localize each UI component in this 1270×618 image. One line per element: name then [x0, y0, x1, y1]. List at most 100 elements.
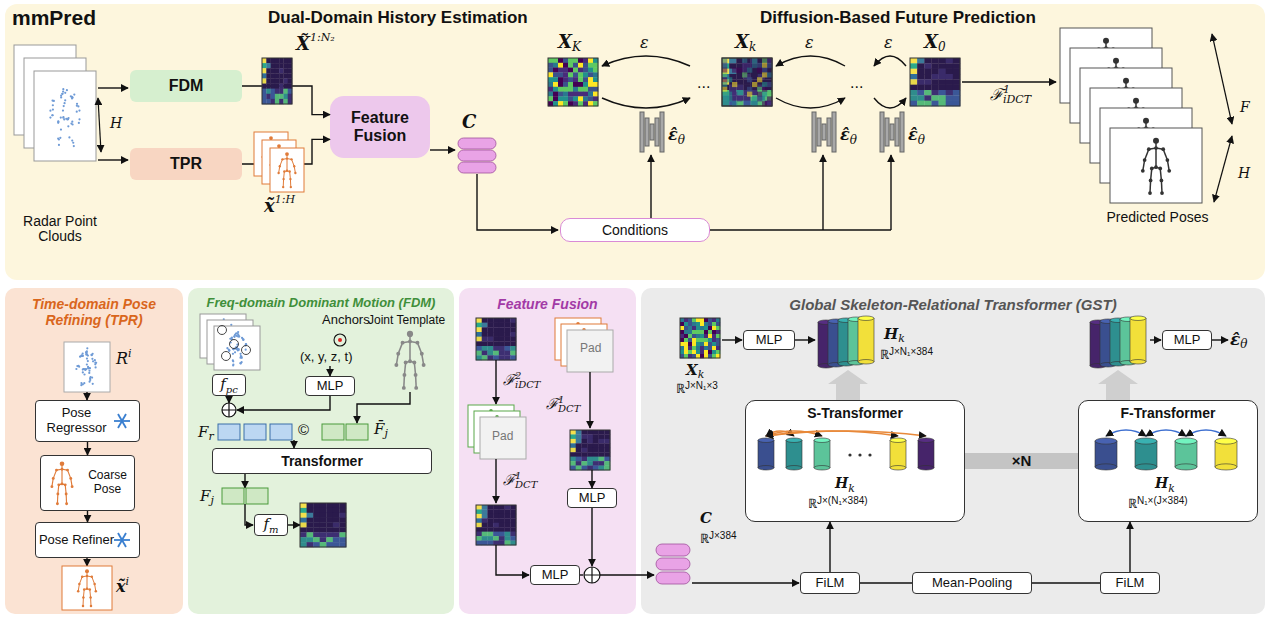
heatmap-cell — [271, 89, 276, 94]
noise-cell — [722, 63, 727, 68]
heatmap-cell — [931, 69, 938, 75]
heatmap-cell — [505, 337, 511, 342]
node-text: MLP — [579, 491, 606, 506]
radar-point — [89, 379, 91, 381]
noise-cell — [704, 334, 708, 338]
frame — [64, 342, 110, 392]
joint — [89, 588, 92, 591]
label-text: ℱ — [503, 372, 515, 389]
mlp-box: MLP — [1162, 330, 1212, 350]
noise-cell — [573, 58, 578, 63]
heatmap-cell — [476, 532, 482, 537]
heatmap-cell — [313, 503, 320, 508]
noise-cell — [737, 96, 742, 101]
noise-cell — [722, 72, 727, 77]
condition-capsule — [458, 162, 496, 173]
arrow — [495, 360, 496, 404]
heatmap-cell — [924, 90, 931, 96]
joint — [407, 331, 413, 337]
heatmap-cell — [946, 74, 953, 80]
joint — [416, 341, 420, 345]
ellipsis-dot — [868, 453, 871, 456]
noise-cell — [573, 82, 578, 87]
label-text: ε̂ — [840, 126, 850, 144]
noise-cell — [553, 87, 558, 92]
heatmap-cell — [587, 461, 593, 466]
noise-cell — [684, 326, 688, 330]
heatmap-cell — [493, 523, 499, 528]
bone — [415, 375, 417, 388]
connector — [829, 522, 830, 572]
heatmap-cell — [487, 327, 493, 332]
radar-point — [232, 359, 234, 361]
bone — [403, 375, 405, 388]
node-text: Global Skeleton-Relational Transformer (… — [641, 296, 1265, 313]
heatmap-cell — [953, 63, 960, 69]
curved-arrow — [776, 98, 845, 108]
heatmap-cell — [487, 318, 493, 323]
heatmap-cell — [271, 73, 276, 78]
joint — [414, 386, 418, 390]
heatmap-cell — [587, 457, 593, 462]
radar-point — [62, 88, 64, 90]
heatmap-cell — [505, 346, 511, 351]
noise-cell — [568, 58, 573, 63]
joint — [56, 502, 59, 505]
noise-cell — [558, 77, 563, 82]
heatmap-cell — [931, 63, 938, 69]
node-text: Pose Regressor — [36, 406, 117, 436]
noise-cell — [722, 87, 727, 92]
noise-cell — [588, 96, 593, 101]
heatmap-cell — [326, 518, 333, 523]
heatmap-cell — [946, 69, 953, 75]
heatmap-cell — [326, 537, 333, 542]
heatmap-cell — [499, 532, 505, 537]
noise-cell — [722, 92, 727, 97]
radar-point — [92, 360, 94, 362]
heatmap-cell — [910, 69, 917, 75]
bone — [290, 179, 291, 187]
heatmap-cell — [493, 337, 499, 342]
label-text: ε — [640, 34, 649, 52]
heatmap-cell — [931, 95, 938, 101]
noise-cell — [696, 346, 700, 350]
noise-cell — [548, 92, 553, 97]
heatmap-cell — [917, 95, 924, 101]
node-text: FDM — [169, 77, 204, 95]
radar-point — [57, 120, 59, 122]
denoiser-layer — [890, 124, 894, 140]
radar-point — [88, 372, 90, 374]
noise-cell — [688, 346, 692, 350]
gst-panel: Global Skeleton-Relational Transformer (… — [641, 288, 1265, 614]
denoiser-layer — [645, 118, 649, 146]
noise-cell — [712, 322, 716, 326]
heatmap-cell — [924, 58, 931, 64]
noise-cell — [583, 68, 588, 73]
heatmap-cell — [570, 434, 576, 439]
cylinder-top — [918, 438, 934, 442]
radar-point — [86, 357, 88, 359]
noise-cell — [568, 72, 573, 77]
heatmap-cell — [262, 89, 267, 94]
heatmap-cell — [320, 508, 327, 513]
noise-cell — [732, 68, 737, 73]
heatmap-border — [262, 58, 292, 104]
heatmap-cell — [482, 532, 488, 537]
anchor-dot — [338, 338, 342, 342]
heatmap-cell — [505, 536, 511, 541]
feature-token — [270, 424, 292, 440]
noise-cell — [573, 87, 578, 92]
heatmap-cell — [510, 323, 516, 328]
cylinder-top — [1175, 438, 1197, 444]
anchor-ring — [218, 326, 227, 335]
radar-point — [82, 369, 84, 371]
arrow — [228, 396, 229, 403]
label-text: DCT — [558, 403, 580, 414]
cylinder-end — [1095, 464, 1117, 470]
joint — [290, 158, 292, 160]
noise-cell — [563, 68, 568, 73]
label-text: H — [835, 476, 848, 491]
noise-cell — [712, 330, 716, 334]
heatmap-cell — [262, 78, 267, 83]
bone — [83, 598, 84, 606]
